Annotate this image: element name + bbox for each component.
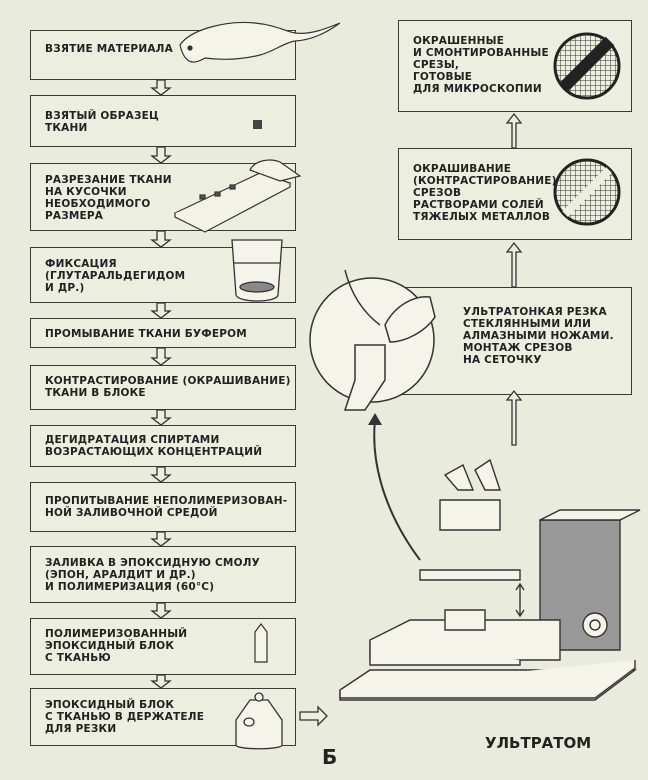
pointer-arrow: [373, 419, 421, 561]
figure-caption: Б: [322, 745, 338, 769]
step-box-6: Контрастирование (окрашивание) ткани в б…: [30, 365, 296, 410]
step-box-10: Полимеризованный эпоксидный блок с ткань…: [30, 618, 296, 675]
grid-staining-icon: [553, 158, 621, 226]
ultratome-label: Ультратом: [485, 734, 592, 752]
step-label: Заливка в эпоксидную смолу (эпон, аралди…: [45, 557, 260, 593]
step-box-7: Дегидратация спиртами возрастающих конце…: [30, 425, 296, 467]
block-holder-icon: [235, 692, 283, 750]
step-label: Пропитывание неполимеризован- ной заливо…: [45, 495, 288, 519]
step-label: Фиксация (глутаральдегидом и др.): [45, 258, 186, 294]
epoxy-block-icon: [254, 623, 268, 663]
step-label: Промывание ткани буфером: [45, 328, 247, 340]
right-step-box-3: Ультратонкая резка стеклянными или алмаз…: [398, 287, 632, 395]
step-box-8: Пропитывание неполимеризован- ной заливо…: [30, 482, 296, 532]
step-label: Дегидратация спиртами возрастающих конце…: [45, 434, 263, 458]
step-label: Окрашенные и смонтированные срезы, готов…: [413, 35, 549, 95]
step-label: Ультратонкая резка стеклянными или алмаз…: [463, 306, 614, 366]
beaker-icon: [231, 239, 283, 302]
step-box-2: Взятый образец ткани: [30, 95, 296, 147]
step-label: Контрастирование (окрашивание) ткани в б…: [45, 375, 291, 399]
down-arrows: [150, 79, 523, 727]
up-arrow-1: [505, 112, 523, 149]
cutting-board-icon: [173, 159, 302, 233]
knife-closeup-icon: [309, 269, 436, 411]
step-label: Взятие материала: [45, 43, 173, 55]
rat-icon: [179, 21, 341, 63]
right-arrow: [299, 705, 328, 727]
step-label: Взятый образец ткани: [45, 110, 159, 134]
step-label: Окрашивание (контрастирование) срезов ра…: [413, 163, 557, 223]
tissue-sample-icon: [253, 120, 262, 129]
step-label: Полимеризованный эпоксидный блок с ткань…: [45, 628, 188, 664]
up-arrow-3: [505, 389, 523, 446]
step-label: Разрезание ткани на кусочки необходимого…: [45, 174, 172, 222]
grid-stained-icon: [553, 32, 621, 100]
step-label: Эпоксидный блок с тканью в держателе для…: [45, 699, 205, 735]
step-box-9: Заливка в эпоксидную смолу (эпон, аралди…: [30, 546, 296, 603]
up-arrow-2: [505, 241, 523, 288]
ultratome-icon: [339, 458, 641, 701]
